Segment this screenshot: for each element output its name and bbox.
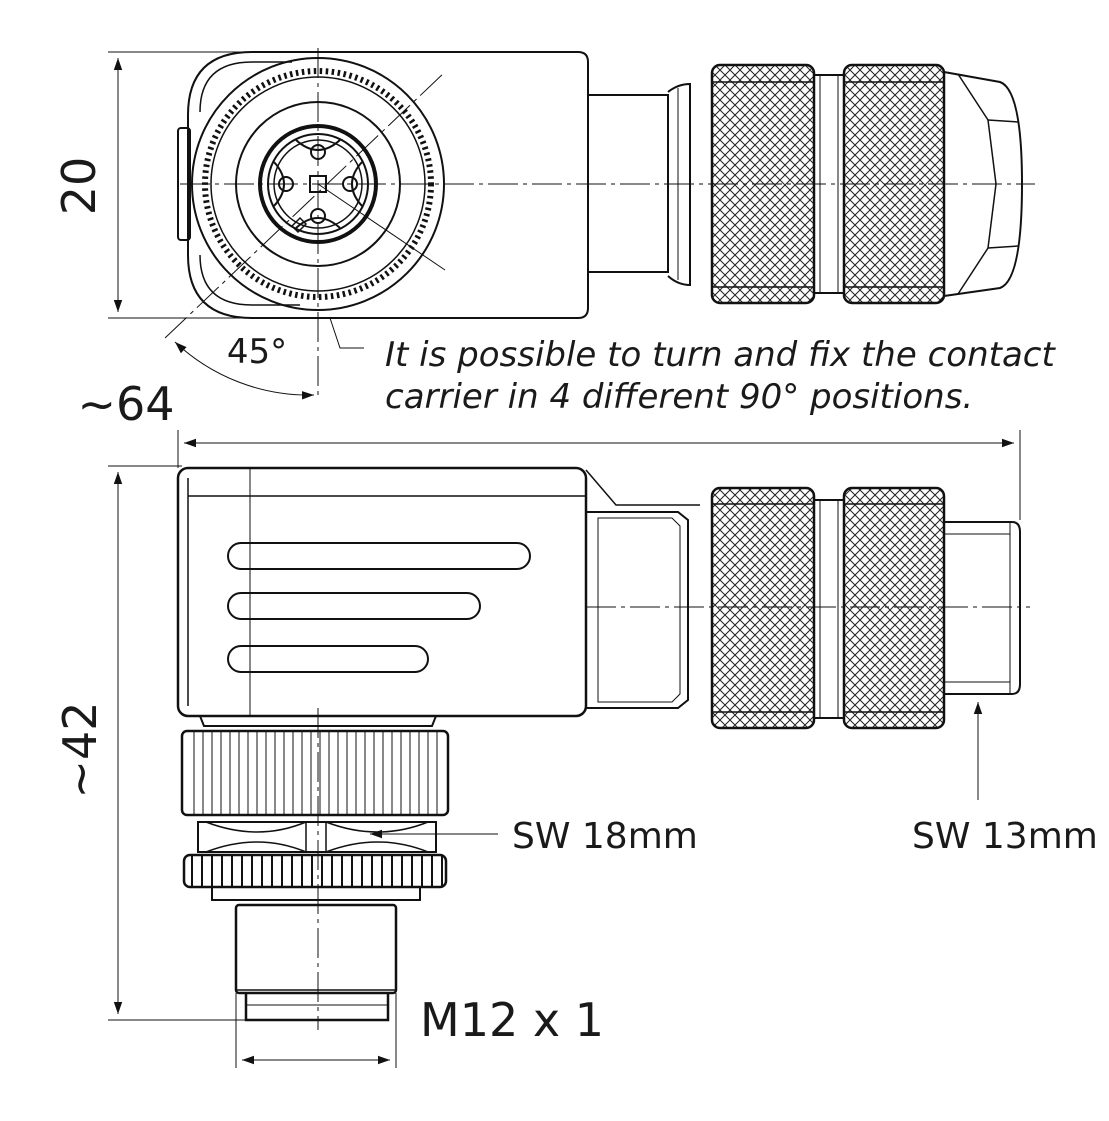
side-coupling-ring	[180, 729, 450, 817]
side-knurl-1	[710, 486, 816, 730]
toothed-ring	[182, 853, 448, 889]
m12-thread	[234, 903, 398, 995]
note-line-2: carrier in 4 different 90° positions.	[385, 377, 973, 417]
slot-1	[227, 542, 531, 570]
side-view-dimensions	[108, 430, 1030, 1068]
dim-64: ~64	[77, 377, 174, 431]
hex-nut	[197, 821, 437, 853]
dim-42: ~42	[53, 701, 107, 798]
top-view	[177, 51, 1024, 319]
note-line-1: It is possible to turn and fix the conta…	[385, 335, 1056, 375]
side-knurl-2	[842, 486, 946, 730]
slot-3	[227, 645, 429, 673]
label-sw-13mm: SW 13mm	[912, 816, 1098, 857]
side-housing	[176, 466, 588, 718]
slot-2	[227, 592, 481, 620]
side-view	[176, 466, 1021, 1022]
top-view-dimensions	[108, 48, 1035, 400]
dim-45-degree: 45°	[227, 332, 287, 372]
label-m12-thread: M12 x 1	[420, 993, 604, 1047]
dim-20: 20	[52, 157, 106, 216]
label-sw-18mm: SW 18mm	[512, 816, 698, 857]
top-housing	[187, 51, 589, 319]
